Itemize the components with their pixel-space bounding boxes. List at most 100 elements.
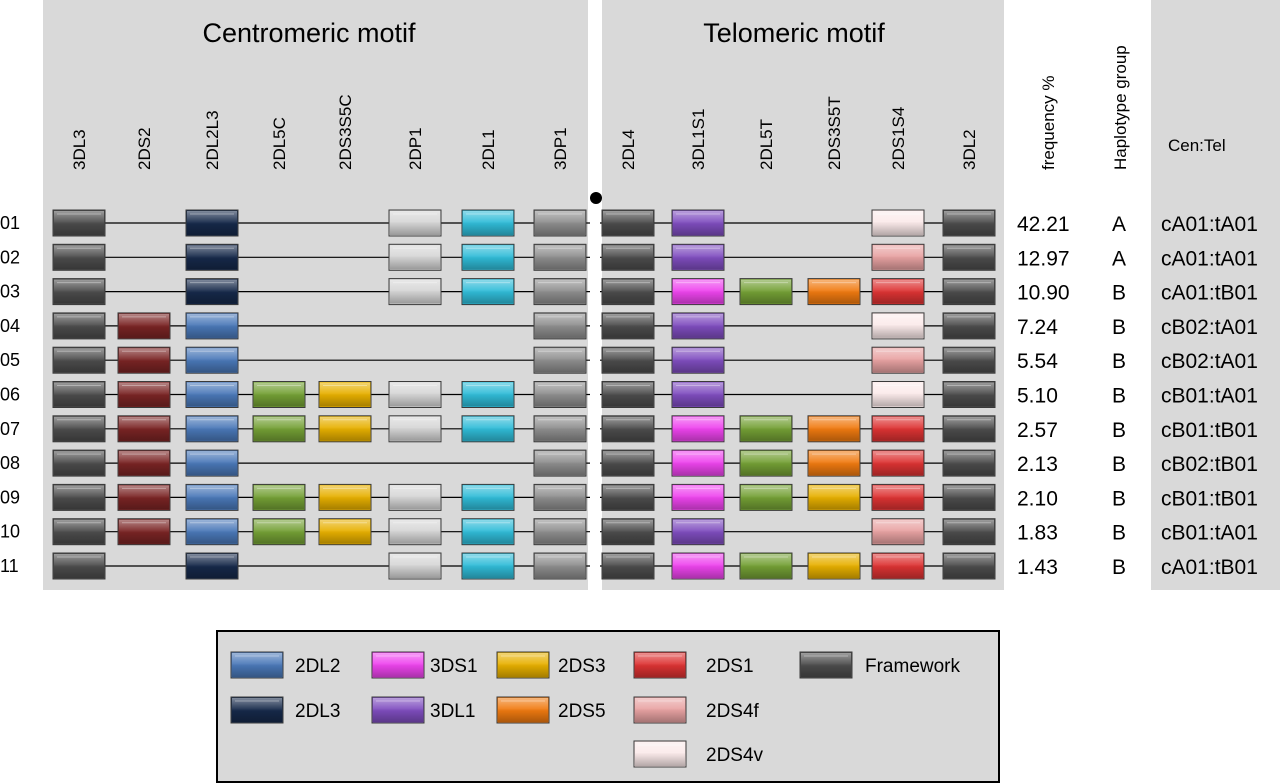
legend-item-2ds5: 2DS5 [496, 696, 606, 724]
haplotype-group-value: A [1112, 247, 1126, 270]
gene-box-framework [601, 278, 655, 306]
gene-box-2dp1 [388, 278, 442, 306]
gene-box-framework [52, 483, 106, 511]
haplotype-group-value: B [1112, 556, 1126, 579]
gene-box-framework [942, 243, 996, 271]
cen-tel-value: cB02:tA01 [1161, 316, 1258, 339]
gene-box-2ds4v [871, 209, 925, 237]
gene-label-3dp1: 3DP1 [551, 127, 570, 170]
gene-box-2dl2 [185, 449, 239, 477]
gene-label-2ds3s5c: 2DS3S5C [336, 94, 355, 170]
gene-box-framework [52, 243, 106, 271]
gene-box-3ds1 [671, 483, 725, 511]
gene-label-2dl5c: 2DL5C [270, 117, 289, 170]
frequency-value: 10.90 [1017, 282, 1070, 305]
gene-label-2dp1: 2DP1 [406, 127, 425, 170]
legend-label: 2DS4f [706, 701, 760, 722]
gene-box-2ds5 [807, 449, 861, 477]
gene-box-2ds4f [871, 243, 925, 271]
legend-item-2ds1: 2DS1 [633, 651, 754, 679]
centromere-dot [590, 192, 602, 204]
haplotype-group-value: B [1112, 385, 1126, 408]
gene-box-framework [601, 449, 655, 477]
gene-box-framework [601, 209, 655, 237]
haplotype-group-value: B [1112, 419, 1126, 442]
haplotype-group-value: B [1112, 522, 1126, 545]
gene-box-3dp1 [533, 552, 587, 580]
gene-box-2dl3 [185, 278, 239, 306]
legend-swatch [371, 651, 425, 679]
gene-box-2ds2 [117, 483, 171, 511]
gene-box-framework [52, 346, 106, 374]
gene-label-3dl3: 3DL3 [70, 129, 89, 170]
gene-label-2dl5t: 2DL5T [757, 119, 776, 170]
gene-box-2dl3 [185, 243, 239, 271]
gene-box-3dl1 [671, 346, 725, 374]
gene-box-2dl2 [185, 518, 239, 546]
gene-box-2ds3 [807, 483, 861, 511]
gene-box-2dl3 [185, 552, 239, 580]
gene-box-2ds1 [871, 278, 925, 306]
cen-tel-value: cB01:tA01 [1161, 385, 1258, 408]
gene-box-framework [942, 518, 996, 546]
gene-box-3ds1 [671, 278, 725, 306]
gene-box-3dp1 [533, 278, 587, 306]
gene-label-2dl2l3: 2DL2L3 [203, 110, 222, 170]
gene-box-framework [52, 312, 106, 340]
gene-box-2ds1 [871, 415, 925, 443]
legend-label: 2DL2 [295, 656, 340, 677]
legend-swatch [799, 651, 853, 679]
gene-box-framework [601, 552, 655, 580]
gene-box-2dl3 [185, 209, 239, 237]
cen-tel-value: cB01:tB01 [1161, 419, 1258, 442]
gene-box-framework [52, 449, 106, 477]
gene-box-2ds3 [807, 552, 861, 580]
gene-box-3ds1 [671, 415, 725, 443]
gene-box-framework [942, 449, 996, 477]
frequency-value: 1.43 [1017, 556, 1058, 579]
gene-box-3ds1 [671, 449, 725, 477]
legend-item-2dl2: 2DL2 [230, 651, 340, 679]
gene-box-3dp1 [533, 483, 587, 511]
gene-box-2dp1 [388, 518, 442, 546]
gene-box-3dp1 [533, 209, 587, 237]
gene-label-2ds3s5t: 2DS3S5T [825, 96, 844, 170]
gene-box-2dl5 [739, 483, 793, 511]
telomeric-motif-title: Telomeric motif [703, 18, 885, 48]
gene-box-2dl1 [461, 518, 515, 546]
legend-swatch [633, 651, 687, 679]
legend-swatch [496, 651, 550, 679]
gene-box-2dl5 [252, 518, 306, 546]
row-number: 06 [0, 385, 20, 405]
gene-box-2ds2 [117, 518, 171, 546]
gene-box-2ds4v [871, 381, 925, 408]
legend-swatch [633, 696, 687, 724]
gene-box-2ds1 [871, 449, 925, 477]
gene-box-framework [942, 278, 996, 306]
legend-label: 3DS1 [430, 656, 478, 677]
gene-box-2dl1 [461, 381, 515, 408]
gene-box-3dl1 [671, 518, 725, 546]
frequency-value: 12.97 [1017, 247, 1070, 270]
gene-box-3dl1 [671, 381, 725, 408]
gene-box-2ds2 [117, 346, 171, 374]
gene-box-framework [601, 415, 655, 443]
row-number: 10 [0, 522, 20, 542]
gene-box-3dp1 [533, 449, 587, 477]
gene-box-3dp1 [533, 518, 587, 546]
legend-swatch [230, 651, 284, 679]
gene-box-2dl2 [185, 312, 239, 340]
cen-tel-value: cB01:tA01 [1161, 522, 1258, 545]
row-number: 11 [0, 556, 19, 576]
cen-tel-panel [1151, 0, 1280, 590]
legend-item-framework: Framework [799, 651, 961, 679]
telomeric-panel [602, 0, 1004, 590]
gene-box-framework [52, 552, 106, 580]
gene-box-framework [52, 278, 106, 306]
